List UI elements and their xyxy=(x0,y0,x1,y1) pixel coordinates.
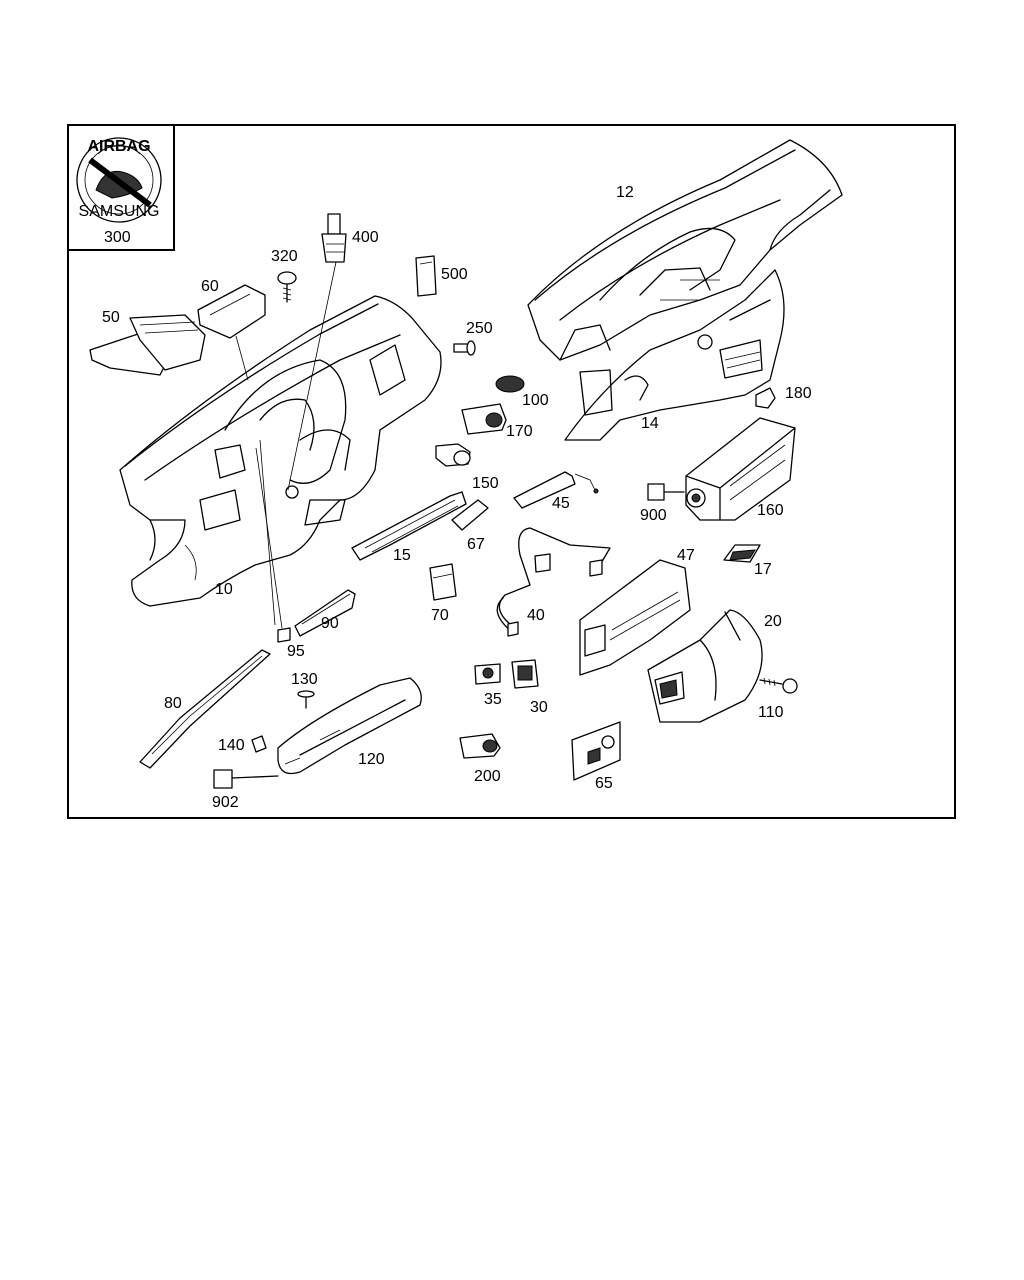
inset-label: 300 xyxy=(104,229,131,246)
label-140: 140 xyxy=(218,737,245,754)
dashboard-carrier-part xyxy=(119,295,442,607)
switch-panel-part xyxy=(723,544,761,563)
label-80: 80 xyxy=(164,695,182,712)
clip-140-part xyxy=(251,735,267,753)
screw-320-part xyxy=(277,271,297,303)
label-130: 130 xyxy=(291,671,318,688)
label-40: 40 xyxy=(527,607,545,624)
label-100: 100 xyxy=(522,392,549,409)
airbag-badge-text: AIRBAG xyxy=(87,138,150,155)
label-12: 12 xyxy=(616,184,634,201)
label-400: 400 xyxy=(352,229,379,246)
label-30: 30 xyxy=(530,699,548,716)
diagram-frame xyxy=(67,124,956,819)
label-65: 65 xyxy=(595,775,613,792)
airbag-badge-icon xyxy=(76,137,162,223)
label-15: 15 xyxy=(393,547,411,564)
label-45: 45 xyxy=(552,495,570,512)
label-47: 47 xyxy=(677,547,695,564)
label-900: 900 xyxy=(640,507,667,524)
connector-900-part xyxy=(647,483,685,501)
airbag-badge-subtext: SAMSUNG xyxy=(79,203,160,220)
dashboard-lower-center-part xyxy=(564,269,785,441)
socket-200-part xyxy=(459,733,501,759)
cover-cap-part xyxy=(197,284,266,339)
label-120: 120 xyxy=(358,751,385,768)
dashboard-upper-cover-part xyxy=(527,139,843,361)
knee-airbag-module-part xyxy=(277,677,422,775)
connector-902-part xyxy=(213,769,279,789)
label-110: 110 xyxy=(758,704,784,721)
module-500-part xyxy=(415,255,437,297)
label-180: 180 xyxy=(785,385,812,402)
trim-strip-part xyxy=(351,491,467,561)
glovebox-part xyxy=(647,609,763,723)
storage-tray-part xyxy=(89,314,206,376)
bracket-30-part xyxy=(511,659,539,689)
clip-95-part xyxy=(277,627,291,643)
knee-panel-part xyxy=(579,559,691,676)
passenger-airbag-module-part xyxy=(685,417,796,521)
inset-frame xyxy=(67,124,175,251)
switch-bezel-part xyxy=(571,721,621,781)
label-320: 320 xyxy=(271,248,298,265)
label-50: 50 xyxy=(102,309,120,326)
label-35: 35 xyxy=(484,691,502,708)
switch-150-part xyxy=(435,443,471,467)
long-trim-rail-part xyxy=(139,649,271,769)
label-67: 67 xyxy=(467,536,485,553)
cover-67-part xyxy=(451,499,489,531)
label-902: 902 xyxy=(212,794,239,811)
label-70: 70 xyxy=(431,607,449,624)
push-clip-130-part xyxy=(297,690,315,709)
label-60: 60 xyxy=(201,278,219,295)
nut-180-part xyxy=(755,387,776,409)
socket-35-part xyxy=(474,663,501,685)
label-250: 250 xyxy=(466,320,493,337)
label-160: 160 xyxy=(757,502,784,519)
label-500: 500 xyxy=(441,266,468,283)
bolt-250-part xyxy=(453,340,476,356)
label-17: 17 xyxy=(754,561,772,578)
leader-lines xyxy=(235,261,337,629)
upper-trim-rail-part xyxy=(294,589,356,637)
screw-110-part xyxy=(759,677,798,694)
label-90: 90 xyxy=(321,615,339,632)
label-200: 200 xyxy=(474,768,501,785)
label-10: 10 xyxy=(215,581,233,598)
label-14: 14 xyxy=(641,415,659,432)
clip-70-part xyxy=(429,563,457,601)
label-95: 95 xyxy=(287,643,305,660)
crossbar-trim-part xyxy=(513,471,599,509)
socket-170-part xyxy=(461,403,507,435)
nut-100-part xyxy=(495,375,525,393)
wiring-harness-part xyxy=(496,527,611,637)
sensor-400-part xyxy=(321,213,347,263)
label-150: 150 xyxy=(472,475,499,492)
label-170: 170 xyxy=(506,423,533,440)
label-20: 20 xyxy=(764,613,782,630)
